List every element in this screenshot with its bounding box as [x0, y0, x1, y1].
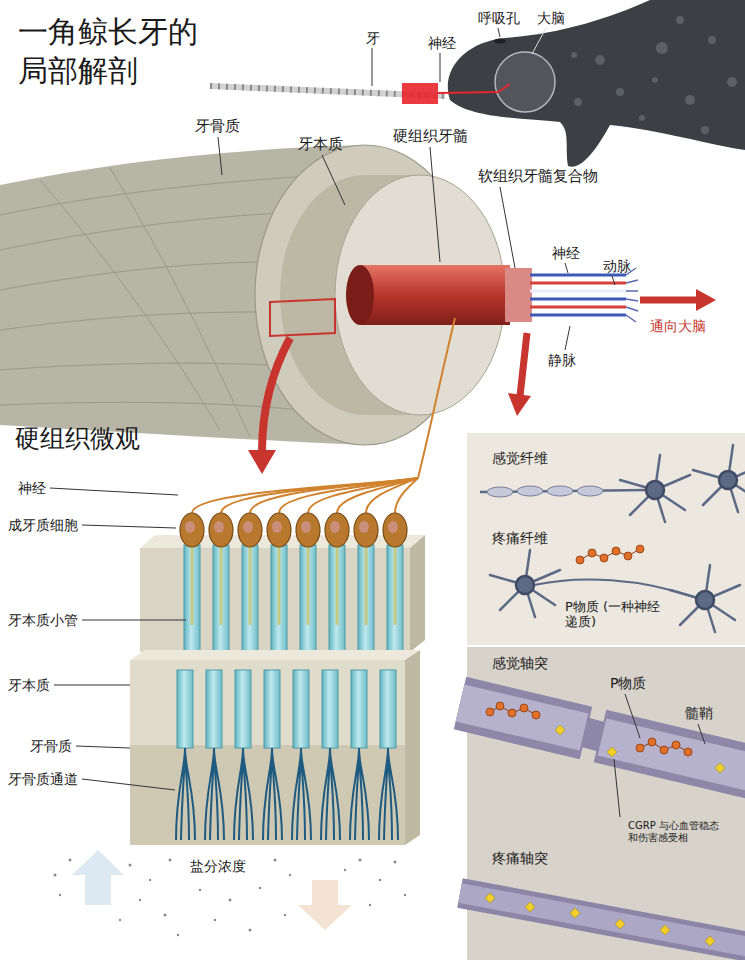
part-label: 大脑 [537, 10, 565, 26]
part-label: 牙本质 [8, 677, 50, 693]
part-label: 牙本质小管 [8, 612, 78, 628]
part-label: 静脉 [548, 352, 576, 368]
panel-label: CGRP 与心血管稳态 和伤害感受相 [628, 820, 725, 843]
part-label: 牙骨质 [195, 118, 240, 135]
panel-label: 疼痛轴突 [492, 850, 548, 866]
panel-label: 感觉轴突 [492, 655, 548, 671]
part-label: 牙 [366, 30, 380, 46]
part-label: 牙骨质通道 [8, 771, 78, 787]
panel-label: 感觉纤维 [492, 450, 548, 466]
part-label: 牙本质 [298, 136, 343, 153]
panel-label: 疼痛纤维 [492, 530, 548, 546]
part-label: 神经 [18, 480, 46, 496]
part-label: 神经 [552, 245, 580, 261]
panel-label: P物质 [610, 675, 646, 691]
part-label: 牙骨质 [30, 738, 72, 754]
part-label: 神经 [428, 35, 456, 51]
part-label: 硬组织微观 [15, 425, 140, 454]
part-label: 动脉 [603, 258, 631, 274]
part-label: 软组织牙髓复合物 [478, 168, 598, 185]
panel-label: P物质 (一种神经递质) [565, 600, 665, 630]
panel-label: 髓鞘 [685, 705, 713, 721]
part-label: 盐分浓度 [190, 858, 246, 874]
title-text: 一角鲸长牙的 局部解剖 [18, 12, 210, 90]
info-panel: 感觉轴突 P物质髓鞘疼痛轴突 CGRP 与心血管稳态 和伤害感受相 [467, 647, 745, 960]
part-label: 硬组织牙髓 [393, 128, 468, 145]
info-panel: 感觉纤维疼痛纤维 P物质 (一种神经递质) [467, 433, 745, 645]
part-label: 通向大脑 [650, 318, 706, 334]
part-label: 呼吸孔 [478, 10, 520, 26]
part-label: 成牙质细胞 [8, 517, 78, 533]
